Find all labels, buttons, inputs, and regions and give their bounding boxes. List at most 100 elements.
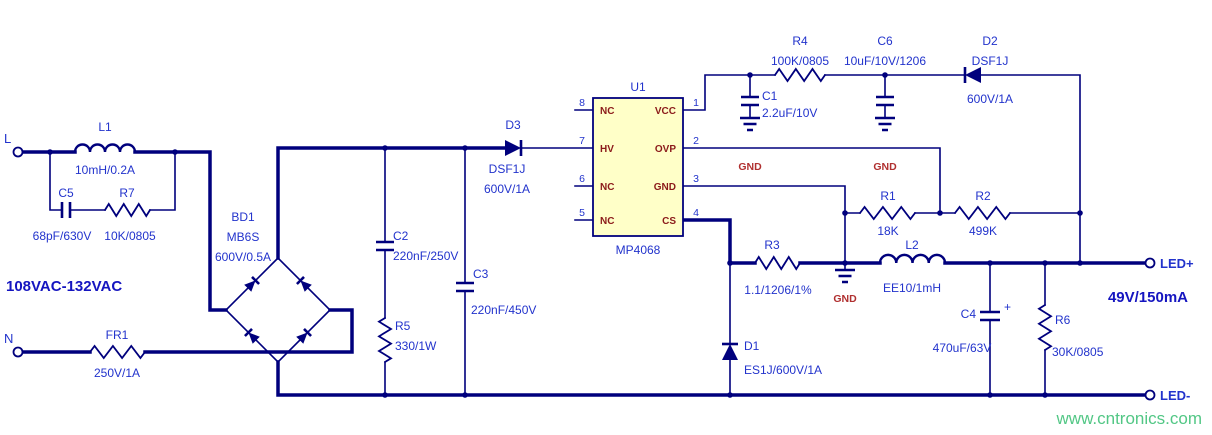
resistor-icon — [774, 67, 826, 83]
component-c1: C1 2.2uF/10V GND — [738, 89, 817, 173]
junction-dot — [747, 72, 753, 78]
resistor-icon — [89, 344, 146, 360]
resistor-icon — [954, 205, 1011, 221]
ic-body — [592, 97, 684, 237]
r5-ref: R5 — [395, 319, 411, 333]
live-terminal-icon — [12, 146, 24, 158]
pin-number-5: 5 — [579, 207, 585, 219]
pin-number-4: 4 — [693, 207, 699, 219]
led-plus-terminal-icon — [1144, 257, 1156, 269]
sense-ground: GND — [833, 268, 857, 305]
junction-dot — [727, 260, 733, 266]
junction-dot — [987, 260, 993, 266]
r7-ref: R7 — [119, 186, 135, 200]
r6-value: 30K/0805 — [1052, 345, 1104, 359]
wire-dc-minus-rail — [276, 360, 1148, 397]
pin-name-nc6: NC — [600, 182, 614, 193]
junction-dots — [47, 72, 1083, 398]
d2-value: 600V/1A — [967, 92, 1013, 106]
capacitor-icon — [980, 310, 1000, 322]
capacitor-icon — [60, 202, 72, 218]
input-range-heading: 108VAC-132VAC — [6, 278, 122, 295]
wire-cs-switch-node — [681, 218, 757, 265]
r2-value: 499K — [969, 224, 997, 238]
junction-dot — [172, 149, 178, 155]
led-plus-label: LED+ — [1160, 256, 1194, 271]
junction-dot — [1042, 392, 1048, 398]
diode-icon — [505, 140, 521, 156]
junction-dot — [462, 145, 468, 151]
component-c5: C5 68pF/630V — [33, 186, 92, 243]
bridge-diode-icon — [244, 276, 260, 292]
wire-hv-rail — [276, 146, 507, 260]
bd1-part: MB6S — [227, 230, 260, 244]
junction-dot — [462, 392, 468, 398]
r3-value: 1.1/1206/1% — [744, 283, 812, 297]
l2-value: EE10/1mH — [883, 281, 941, 295]
c4-value: 470uF/63V — [933, 341, 992, 355]
pin-number-6: 6 — [579, 173, 585, 185]
component-c6: C6 10uF/10V/1206 GND — [844, 34, 926, 173]
component-fr1: FR1 250V/1A — [89, 328, 146, 380]
c3-ref: C3 — [473, 267, 489, 281]
pin-number-8: 8 — [579, 97, 585, 109]
capacitor-icon — [456, 281, 474, 293]
pin-name-cs: CS — [662, 216, 676, 227]
c2-value: 220nF/250V — [393, 249, 458, 263]
wire-nc-stubs — [574, 109, 594, 221]
wires — [20, 74, 1148, 397]
pin-name-ovp: OVP — [655, 144, 676, 155]
component-c2: C2 220nF/250V — [376, 229, 458, 263]
bridge-diode-icon — [296, 328, 312, 344]
capacitor-icon — [741, 95, 759, 107]
component-r6: R6 30K/0805 — [1037, 304, 1104, 359]
component-bd1: BD1 MB6S 600V/0.5A — [215, 210, 332, 364]
watermark: www.cntronics.com — [1056, 409, 1202, 428]
u1-ref: U1 — [630, 80, 646, 94]
c4-polarity: + — [1004, 300, 1011, 314]
c3-value: 220nF/450V — [471, 303, 536, 317]
terminal-neutral: N — [4, 331, 24, 358]
junction-dot — [1042, 260, 1048, 266]
r4-value: 100K/0805 — [771, 54, 829, 68]
component-r4: R4 100K/0805 — [771, 34, 829, 83]
pin-number-2: 2 — [693, 135, 699, 147]
led-minus-terminal-icon — [1144, 389, 1156, 401]
r1-value: 18K — [877, 224, 898, 238]
junction-dot — [882, 72, 888, 78]
c6-value: 10uF/10V/1206 — [844, 54, 926, 68]
resistor-icon — [754, 255, 801, 271]
wire-d2-to-output — [980, 74, 1081, 264]
component-r2: R2 499K — [954, 189, 1011, 238]
r2-ref: R2 — [975, 189, 991, 203]
d2-part: DSF1J — [972, 54, 1009, 68]
wire-neutral-to-bridge — [143, 308, 354, 354]
wire-snubber-left — [49, 151, 63, 211]
c1-value: 2.2uF/10V — [762, 106, 817, 120]
fr1-value: 250V/1A — [94, 366, 140, 380]
terminal-led-plus: LED+ — [1144, 256, 1194, 271]
pin-number-1: 1 — [693, 97, 699, 109]
bridge-diode-icon — [296, 276, 312, 292]
inductor-icon — [73, 143, 137, 154]
junction-dot — [842, 260, 848, 266]
bd1-ref: BD1 — [231, 210, 255, 224]
component-c4: + C4 470uF/63V — [933, 300, 1011, 355]
component-u1: U1 MP4068 8 7 6 5 1 2 3 4 NC HV NC NC VC… — [579, 80, 699, 257]
junction-dot — [382, 392, 388, 398]
junction-dot — [47, 149, 53, 155]
pin-name-vcc: VCC — [655, 106, 676, 117]
terminal-live: L — [4, 131, 24, 158]
component-r5: R5 330/1W — [377, 317, 437, 363]
c1-ref: C1 — [762, 89, 778, 103]
junction-dot — [842, 210, 848, 216]
r4-ref: R4 — [792, 34, 808, 48]
c5-ref: C5 — [58, 186, 74, 200]
u1-part: MP4068 — [616, 243, 661, 257]
resistor-icon — [1037, 304, 1053, 351]
resistor-icon — [104, 202, 151, 218]
output-rating-heading: 49V/150mA — [1108, 289, 1188, 306]
junction-dot — [382, 145, 388, 151]
diode-icon — [965, 67, 981, 83]
